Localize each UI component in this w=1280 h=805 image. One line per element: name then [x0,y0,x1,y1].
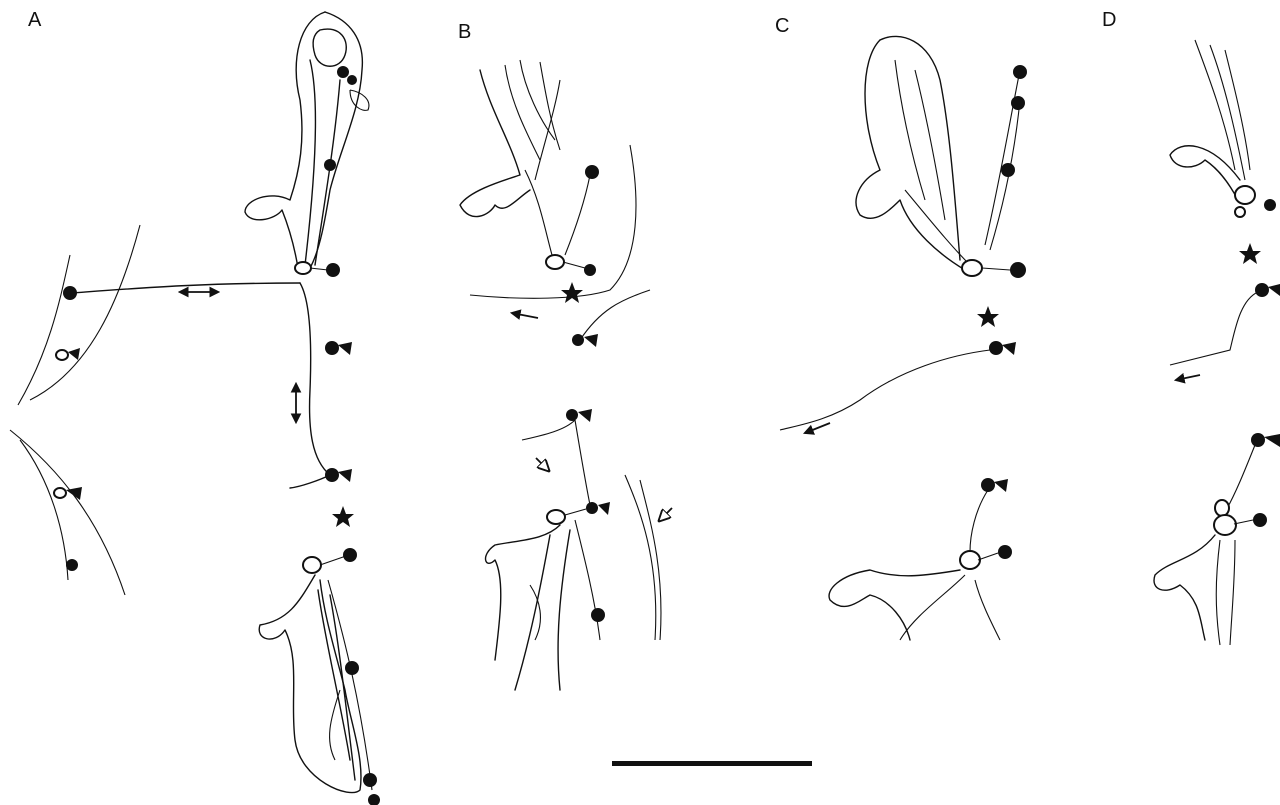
panel-label-b: B [458,21,471,43]
panel-d [1154,40,1280,645]
panel-a [10,12,380,805]
panel-b [460,60,672,690]
panel-label-a: A [28,9,42,31]
star-icon [1239,243,1261,264]
star-icon [561,282,583,303]
panel-label-d: D [1102,9,1116,31]
star-icon [332,506,354,527]
star-icon [977,306,999,327]
panel-label-c: C [775,15,789,37]
panel-c [780,36,1027,640]
scale-bar [612,761,812,766]
